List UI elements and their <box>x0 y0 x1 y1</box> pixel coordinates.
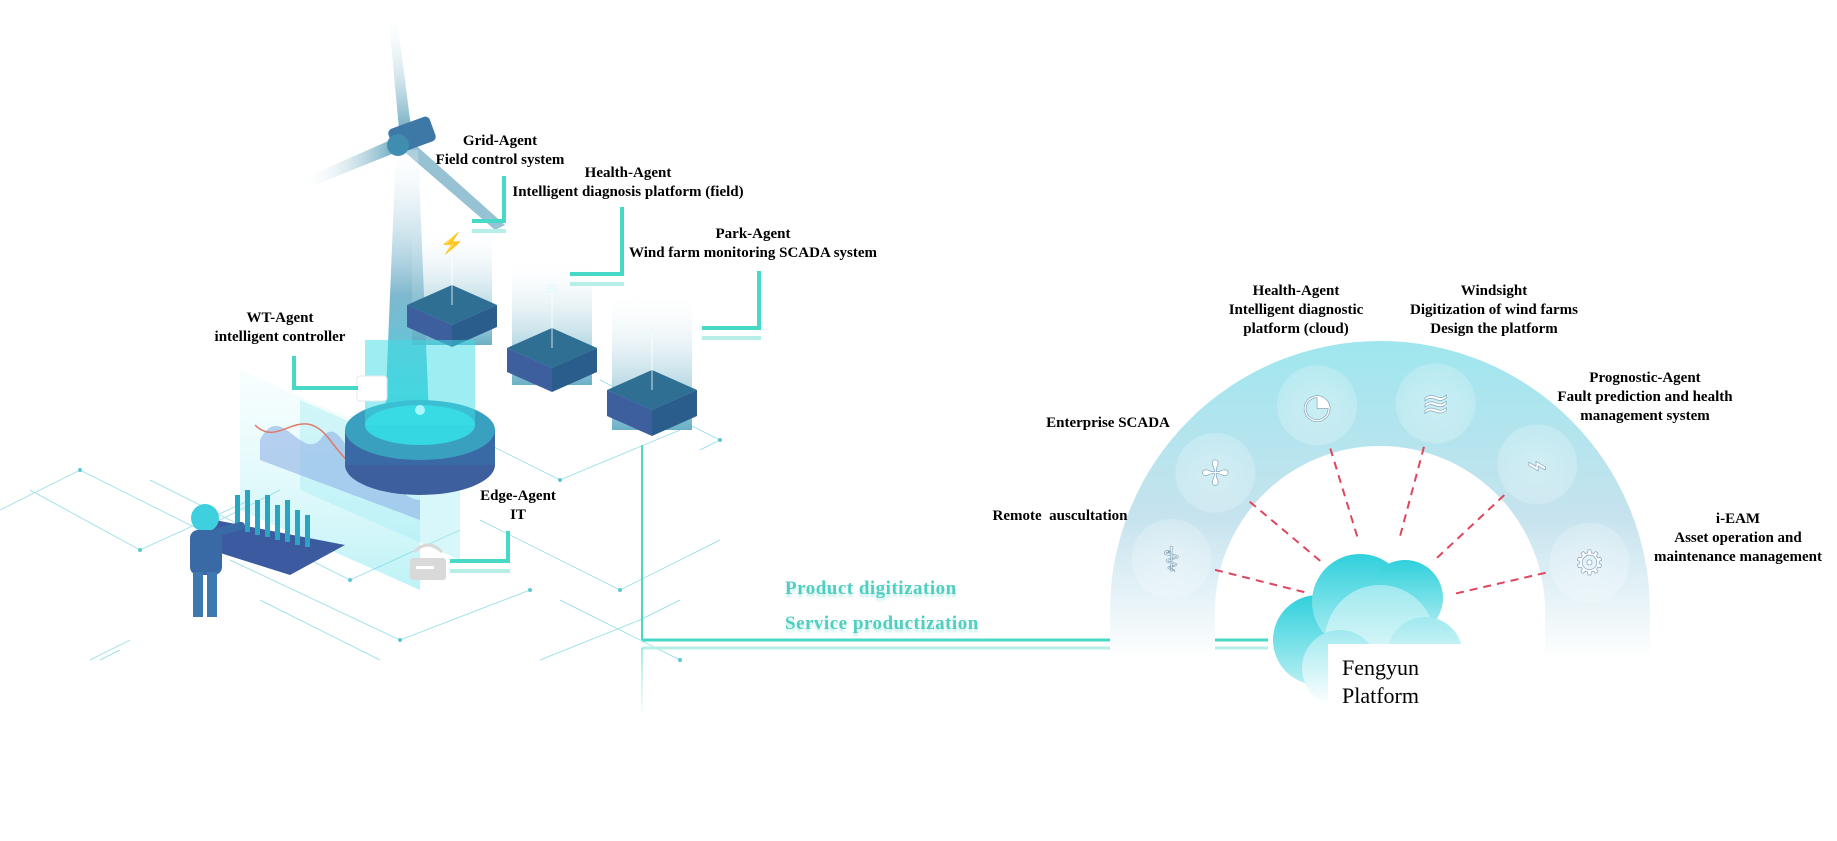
dash-connectors <box>1214 446 1546 596</box>
engineer-figure <box>190 504 245 617</box>
server-stack-grid <box>407 225 497 347</box>
agent-label-edge: Edge-Agent IT <box>480 488 556 523</box>
server-stack-health <box>507 255 597 392</box>
arch-label-enterprise-scada: Enterprise SCADA <box>1046 415 1170 431</box>
leader-edge-shadow <box>450 569 510 573</box>
leader-park-shadow <box>702 336 761 340</box>
fengyun-platform-label: Fengyun Platform <box>1328 644 1470 720</box>
arch-icon-bg-health-cloud <box>1277 365 1358 446</box>
agent-label-wt: WT-Agent intelligent controller <box>214 310 346 345</box>
controller-device-icon <box>356 375 388 402</box>
wind-turbines-icon: ✢ <box>1201 454 1230 494</box>
arch-icons: ⚕ ✢ ◔ ≋ ⌁ ⚙ <box>1131 363 1630 603</box>
arch-icon-bg-ieam <box>1549 522 1630 603</box>
agent-label-grid: Grid-Agent Field control system <box>435 133 565 168</box>
service-productization-label: Service productization <box>785 613 979 634</box>
analytics-hub-icon: ◔ <box>1302 386 1332 426</box>
agent-label-park: Park-Agent Wind farm monitoring SCADA sy… <box>628 226 878 261</box>
dash-line-windsight <box>1398 446 1425 539</box>
agent-label-health-field: Health-Agent Intelligent diagnosis platf… <box>512 165 744 200</box>
wind-icon: ≋ <box>1421 384 1450 424</box>
arch-label-prognostic: Prognostic-Agent Fault prediction and he… <box>1557 370 1733 424</box>
leader-health-field <box>570 207 624 276</box>
arch-label-ieam: i-EAM Asset operation and maintenance ma… <box>1654 511 1822 565</box>
dash-line-prognostic <box>1434 494 1506 561</box>
dash-line-remote <box>1214 568 1308 594</box>
arch-icon-bg-prognostic <box>1497 424 1578 505</box>
leader-edge <box>450 531 510 563</box>
arch-icon-bg-enterprise-scada <box>1175 432 1256 513</box>
arch-icon-bg-windsight <box>1395 363 1476 444</box>
circuit-nodes <box>78 438 722 662</box>
dash-line-ieam <box>1452 571 1546 596</box>
leader-health-field-shadow <box>570 282 624 286</box>
leader-grid-shadow <box>472 229 506 233</box>
product-digitization-label: Product digitization <box>785 578 957 599</box>
arch-label-health-cloud: Health-Agent Intelligent diagnostic plat… <box>1228 283 1364 337</box>
lightning-icon: ⚡ <box>440 231 465 255</box>
platform-arch <box>1110 341 1650 660</box>
arch-label-remote: Remote auscultation <box>992 508 1128 524</box>
monitor-pulse-icon: ⌁ <box>1527 445 1547 485</box>
dash-line-enterprise-scada <box>1249 500 1324 564</box>
turbine-base <box>345 340 495 495</box>
dots-cluster-icon: ⁘ <box>645 327 658 344</box>
leader-grid <box>472 176 506 223</box>
router-icon <box>410 543 446 580</box>
arch-icon-bg-remote <box>1131 518 1212 599</box>
stethoscope-icon: ⚕ <box>1162 540 1180 580</box>
wind-data-icon: ≋ <box>545 281 558 298</box>
dash-line-health-cloud <box>1329 448 1360 540</box>
server-stack-park <box>607 290 697 436</box>
leader-park <box>702 271 761 330</box>
bar-chart-console <box>195 490 345 575</box>
arch-label-windsight: Windsight Digitization of wind farms Des… <box>1410 283 1578 337</box>
leader-wt <box>292 356 358 390</box>
gear-wrench-icon: ⚙ <box>1574 544 1604 584</box>
